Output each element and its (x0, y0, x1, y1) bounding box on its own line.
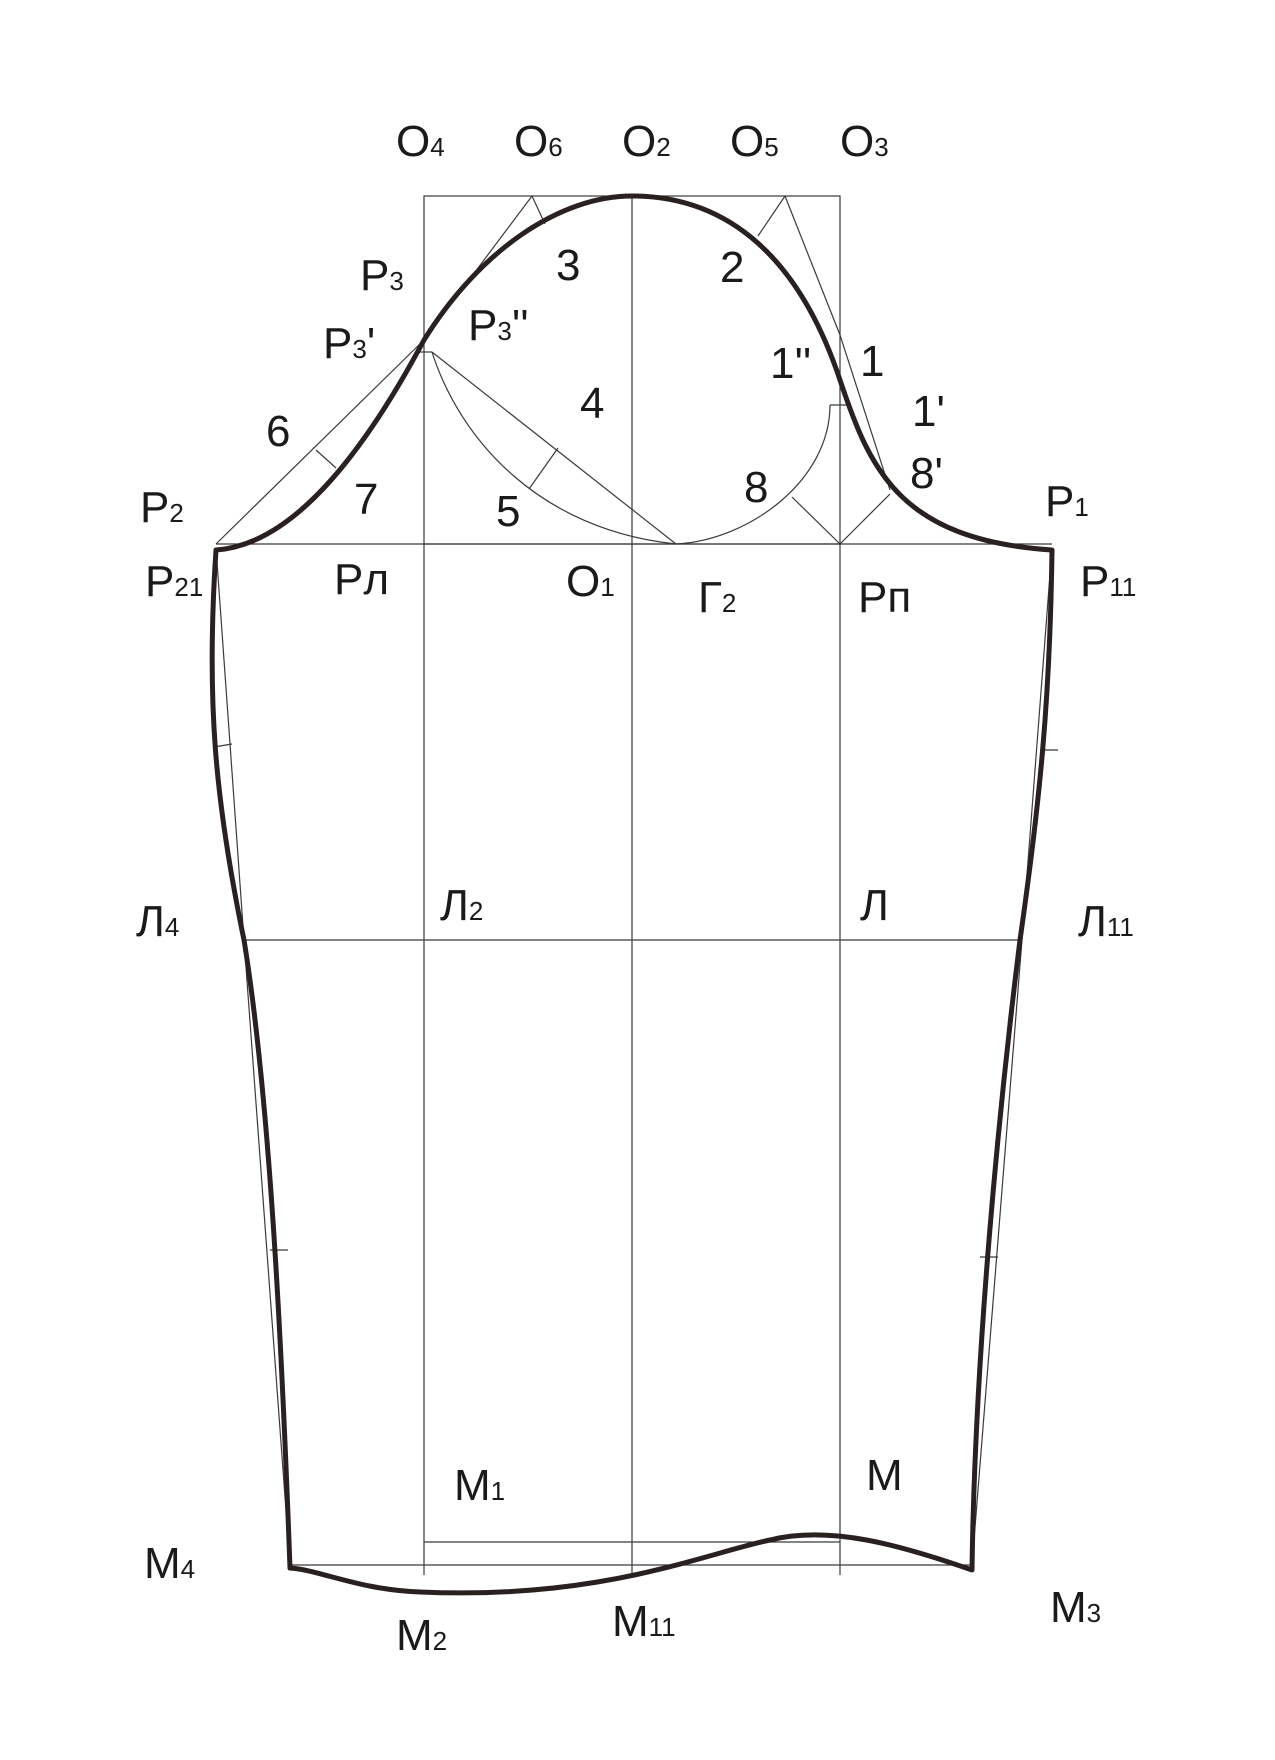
label-o2: O2 (622, 117, 671, 166)
front-cap-chord-lower (839, 334, 891, 491)
label-o4: O4 (396, 117, 445, 166)
label-m3: М3 (1050, 1583, 1101, 1632)
label-l4: Л4 (136, 897, 179, 946)
label-o6: O6 (514, 117, 563, 166)
label-o1: O1 (566, 557, 615, 606)
perpendicular-2 (757, 195, 786, 237)
label-p3: P3 (360, 251, 404, 300)
number-3: 3 (556, 241, 580, 290)
number-2: 2 (720, 243, 744, 292)
label-m11: М11 (612, 1597, 676, 1646)
line-8-right (839, 493, 891, 545)
label-m: М (866, 1451, 903, 1500)
label-o3: O3 (840, 117, 889, 166)
perpendicular-6-7 (315, 449, 337, 469)
number-6: 6 (266, 407, 290, 456)
back-cap-chord (215, 339, 425, 545)
label-p3-double-prime: P3'' (468, 301, 529, 350)
point-labels: O4 O6 O2 O5 O3 P3 P3' P3'' P2 P21 P1 P11… (136, 117, 1136, 1660)
label-m1: М1 (454, 1461, 505, 1510)
label-p1: P1 (1045, 477, 1089, 526)
front-cap-chord-upper (784, 195, 841, 336)
right-seam-guide-lower (971, 939, 1023, 1566)
underarm-back-curve (431, 351, 677, 545)
label-o5: O5 (730, 117, 779, 166)
number-7: 7 (354, 475, 378, 524)
label-l11: Л11 (1078, 897, 1134, 946)
left-seam-guide-lower (243, 939, 291, 1566)
number-4: 4 (580, 379, 604, 428)
number-8: 8 (744, 463, 768, 512)
label-pp: Рп (858, 573, 911, 622)
line-8-left (791, 496, 841, 545)
number-labels: 1 1'' 1' 2 3 4 5 6 7 8 8' (266, 241, 945, 536)
label-g2: Г2 (698, 573, 736, 622)
label-p21: P21 (145, 557, 203, 606)
number-5: 5 (496, 487, 520, 536)
perpendicular-4-5 (528, 447, 559, 490)
label-m2: М2 (396, 1611, 447, 1660)
diagonal-p3-g2 (431, 351, 677, 545)
label-l: Л (860, 881, 889, 930)
sleeve-outline (209, 193, 1055, 1596)
label-p2: P2 (140, 483, 184, 532)
number-1: 1 (860, 337, 884, 386)
number-1-prime: 1' (912, 387, 945, 436)
label-m4: М4 (144, 1539, 195, 1588)
label-p3-prime: P3' (323, 319, 375, 368)
label-pl: Рл (334, 555, 389, 604)
label-p11: P11 (1080, 557, 1136, 606)
number-8-prime: 8' (910, 449, 943, 498)
number-1-double-prime: 1'' (770, 339, 811, 388)
label-l2: Л2 (440, 881, 483, 930)
underarm-front-curve (675, 404, 831, 545)
